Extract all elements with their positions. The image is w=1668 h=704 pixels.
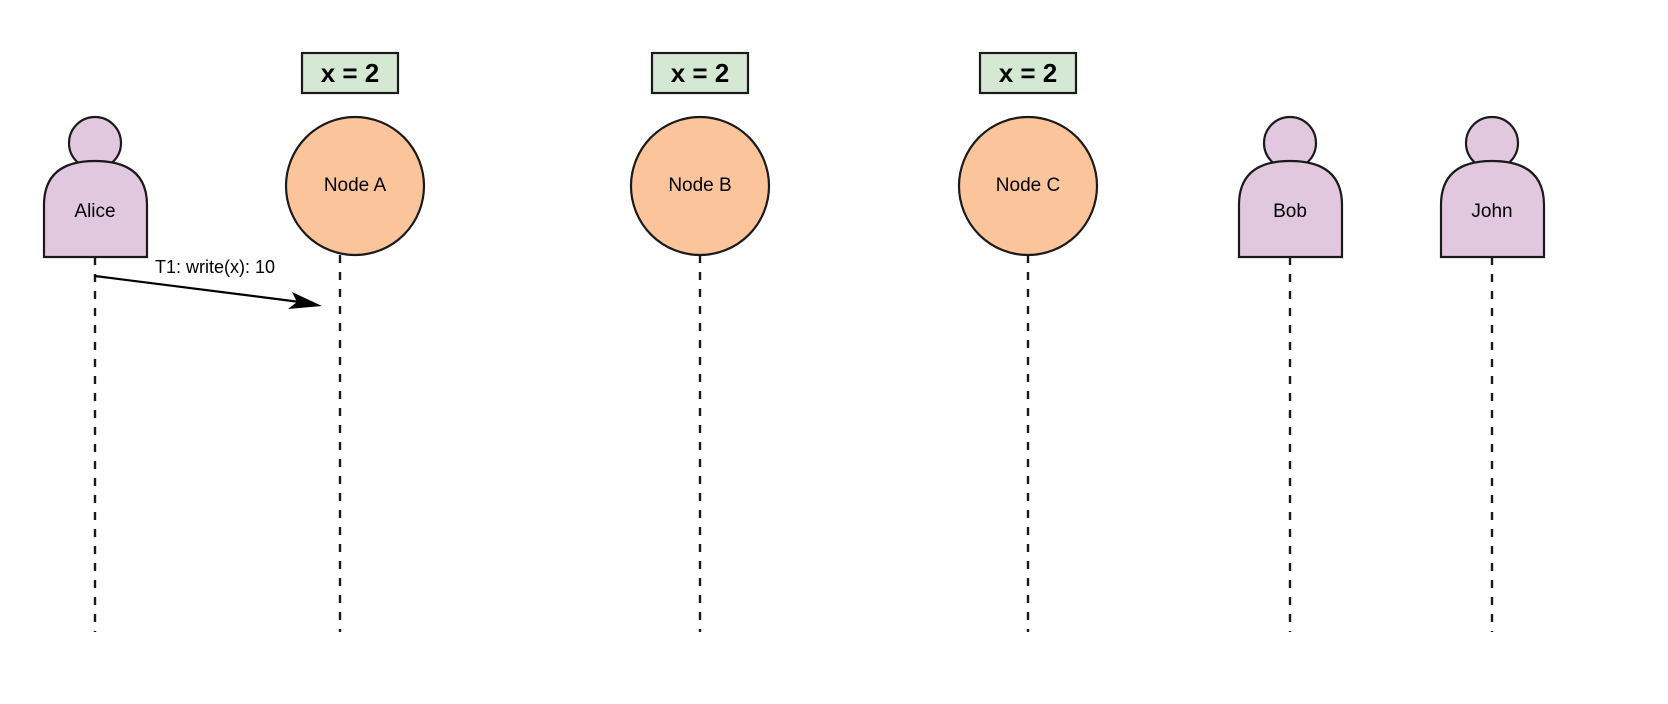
note-node-a[interactable]: x = 2 — [300, 51, 400, 95]
node-circle-shape — [629, 115, 771, 257]
participant-label-node-b: Node B — [668, 175, 731, 196]
actor-body-shape — [1237, 159, 1344, 259]
note-text: x = 2 — [671, 58, 730, 88]
actor-body-shape — [1439, 159, 1546, 259]
note-node-b[interactable]: x = 2 — [650, 51, 750, 95]
note-text: x = 2 — [999, 58, 1058, 88]
note-box — [978, 51, 1078, 95]
participant-node-a[interactable]: Node A — [284, 115, 426, 257]
note-node-c[interactable]: x = 2 — [978, 51, 1078, 95]
note-box — [300, 51, 400, 95]
participant-bob[interactable]: Bob — [1237, 115, 1344, 259]
lifelines-layer — [93, 255, 1494, 632]
note-text: x = 2 — [321, 58, 380, 88]
message-arrowhead-icon — [288, 292, 322, 309]
participant-label-john: John — [1471, 201, 1512, 222]
participant-john[interactable]: John — [1439, 115, 1546, 259]
message-t1[interactable]: T1: write(x): 10 — [94, 257, 322, 309]
participant-label-node-c: Node C — [996, 175, 1060, 196]
participant-label-node-a: Node A — [324, 175, 387, 196]
note-box — [650, 51, 750, 95]
participant-node-b[interactable]: Node B — [629, 115, 771, 257]
node-circle-shape — [957, 115, 1099, 257]
participant-node-c[interactable]: Node C — [957, 115, 1099, 257]
participant-alice[interactable]: Alice — [42, 115, 149, 259]
participant-label-alice: Alice — [74, 201, 115, 222]
participant-label-bob: Bob — [1273, 201, 1307, 222]
message-label: T1: write(x): 10 — [155, 257, 275, 277]
node-circle-shape — [284, 115, 426, 257]
actor-body-shape — [42, 159, 149, 259]
message-arrow-line — [94, 274, 301, 304]
